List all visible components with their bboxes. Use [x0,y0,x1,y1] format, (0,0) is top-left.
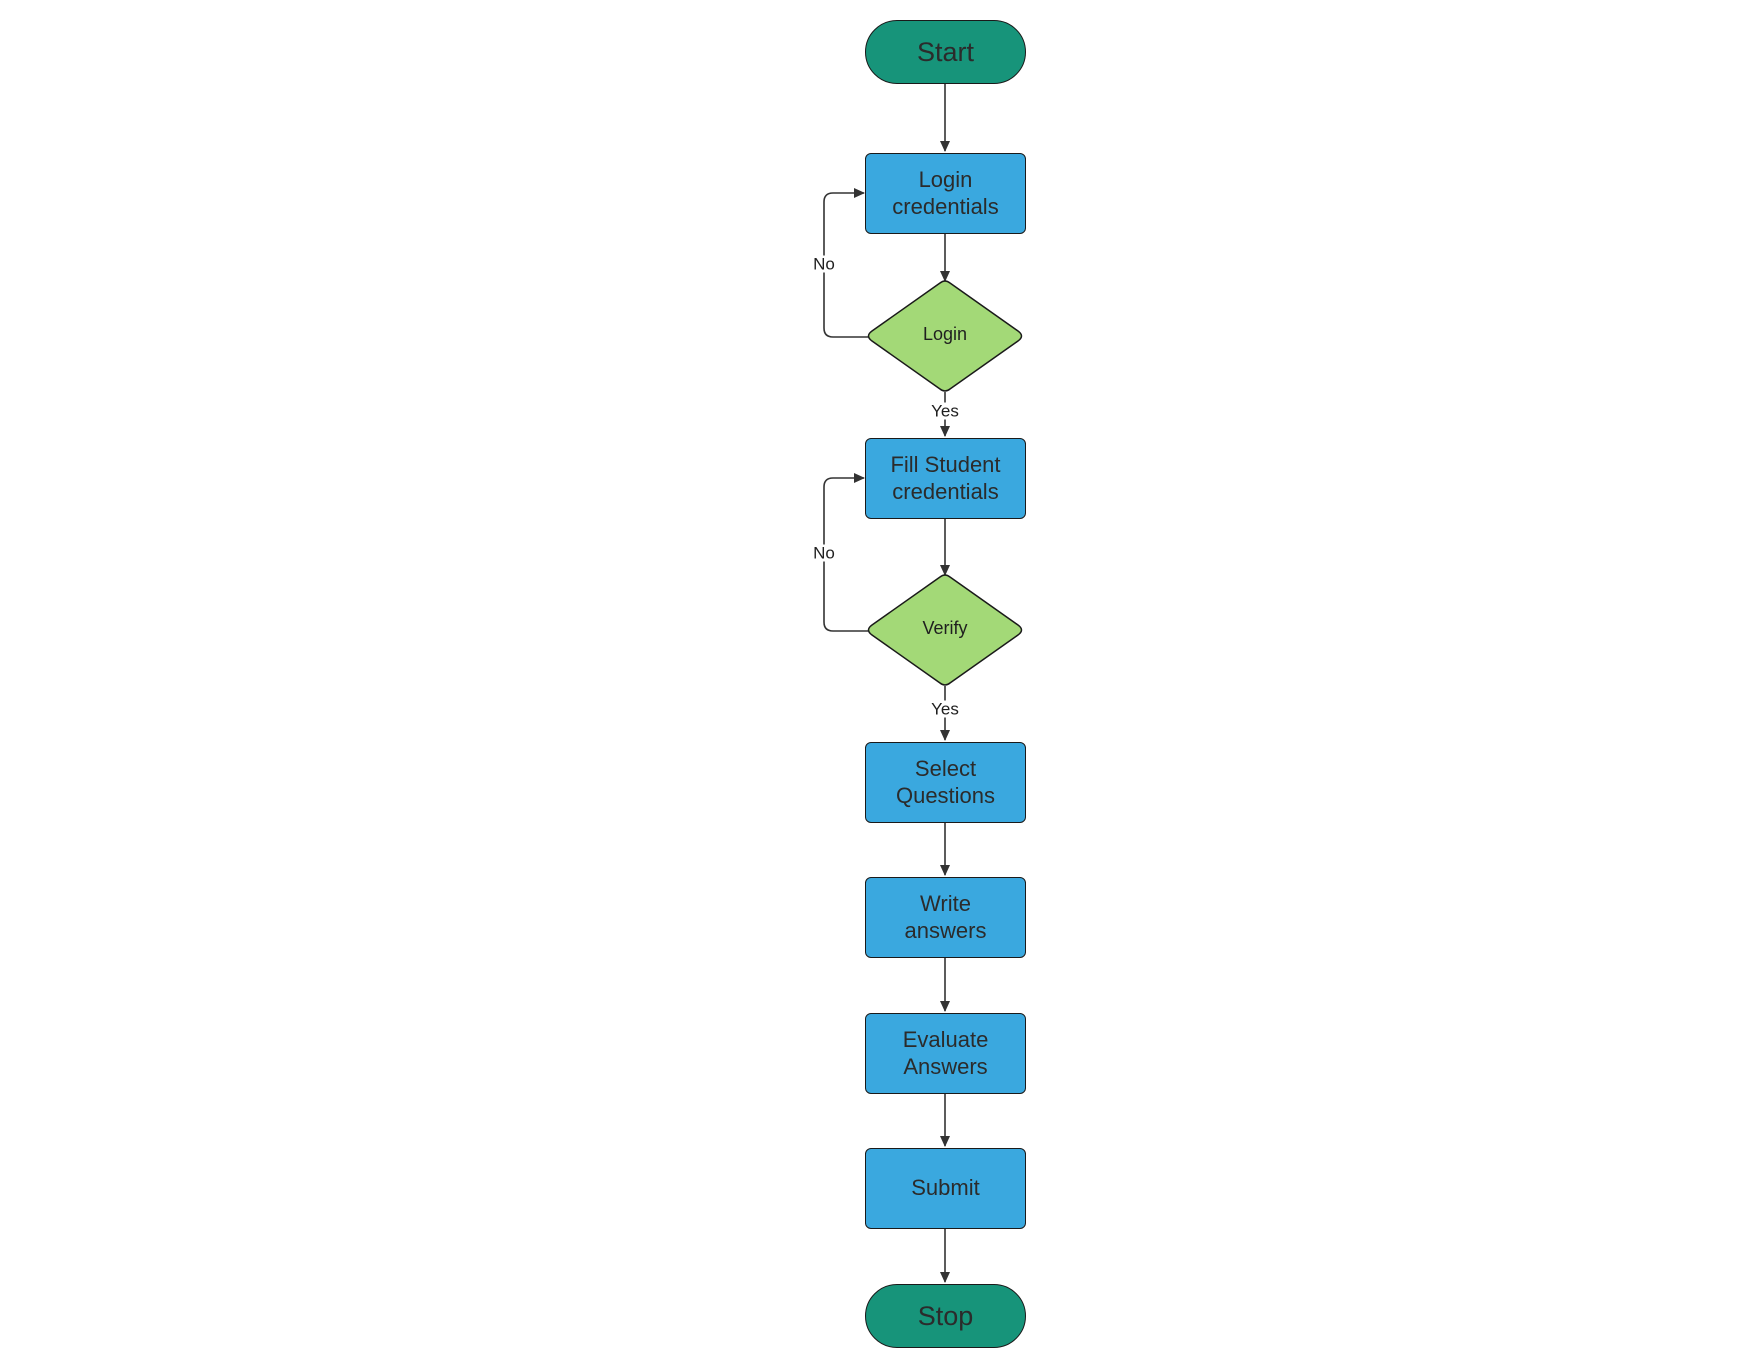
verify-decision-label: Verify [922,618,968,639]
stop-label: Stop [917,1300,974,1331]
write-answers-label: Write answers [904,891,987,943]
login-decision-diamond [867,280,1023,392]
evaluate-answers-label: Evaluate Answers [902,1027,989,1079]
evaluate-answers-box: Evaluate Answers [865,1013,1026,1094]
fill-student-credentials-label: Fill Student credentials [890,452,1001,504]
connectors [823,84,950,1283]
start-terminal: Start [865,20,1026,84]
login-yes-edge-label: Yes [929,401,961,421]
submit-box: Submit [865,1148,1026,1229]
login-no-edge-label: No [811,254,837,274]
login-credentials-label: Login credentials [892,167,999,219]
submit-label: Submit [911,1175,980,1201]
verify-no-edge-label: No [811,543,837,563]
verify-yes-edge-label: Yes [929,699,961,719]
verify-decision-label-wrap: Verify [885,612,1005,646]
fill-student-credentials-box: Fill Student credentials [865,438,1026,519]
login-decision-label: Login [922,324,968,345]
verify-decision-diamond [867,574,1023,686]
start-label: Start [916,36,975,67]
write-answers-box: Write answers [865,877,1026,958]
select-questions-box: Select Questions [865,742,1026,823]
login-credentials-box: Login credentials [865,153,1026,234]
select-questions-label: Select Questions [895,756,996,808]
stop-terminal: Stop [865,1284,1026,1348]
login-decision-label-wrap: Login [885,318,1005,352]
